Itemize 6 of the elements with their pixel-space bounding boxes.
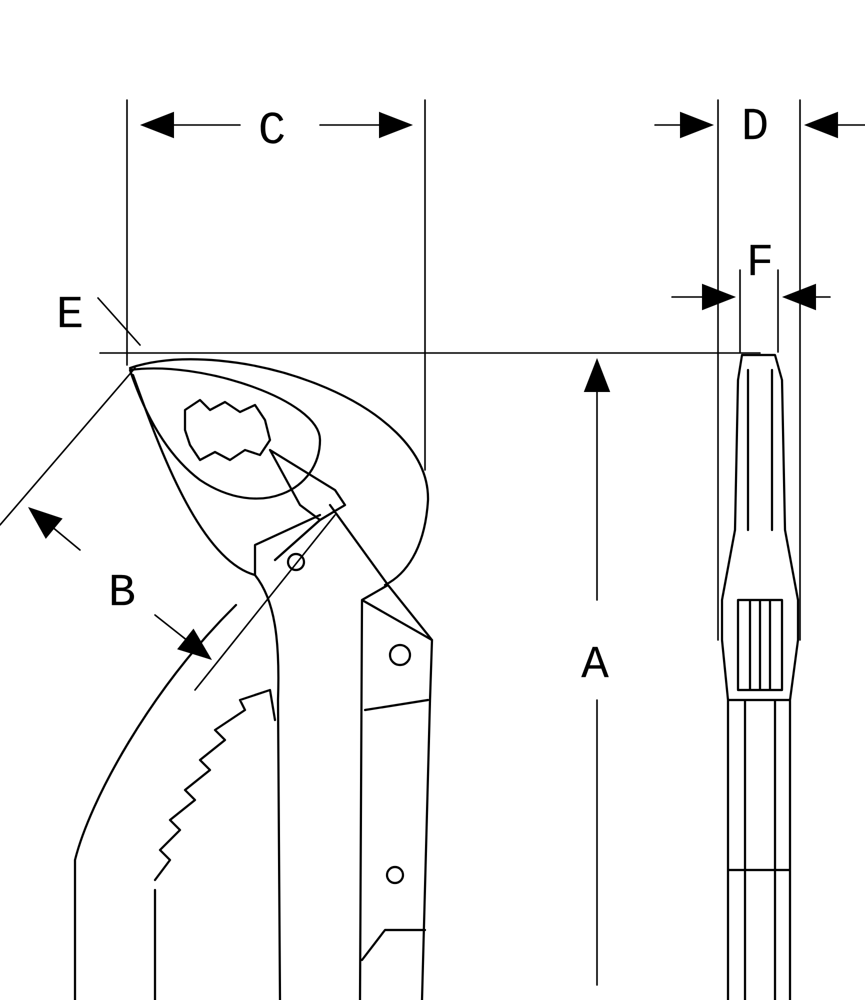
dimension-label: B <box>112 574 134 606</box>
dimension-label: E <box>60 296 82 328</box>
dimension-label: C <box>260 112 284 144</box>
dimension-label: D <box>744 108 766 140</box>
dimension-label: F <box>750 244 771 276</box>
dimension-label: A <box>581 646 609 678</box>
